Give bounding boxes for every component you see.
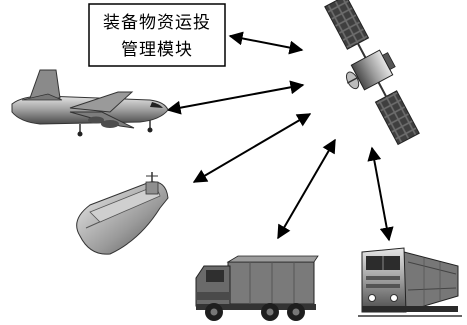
- arrow-truck-satellite: [277, 138, 336, 240]
- train-icon: [358, 247, 462, 317]
- connection-arrows: [166, 31, 394, 242]
- module-label-line1: 装备物资运投: [103, 13, 211, 33]
- module-label-line2: 管理模块: [121, 40, 193, 60]
- airplane-icon: [11, 69, 169, 137]
- arrow-airplane-satellite: [166, 80, 305, 115]
- arrow-ship-satellite: [192, 113, 312, 183]
- satellite-icon: [324, 0, 420, 146]
- ship-icon: [76, 172, 169, 255]
- arrow-train-satellite: [367, 146, 394, 242]
- arrow-module-satellite: [228, 31, 304, 55]
- module-box: 装备物资运投 管理模块: [88, 3, 226, 67]
- truck-icon: [195, 255, 319, 321]
